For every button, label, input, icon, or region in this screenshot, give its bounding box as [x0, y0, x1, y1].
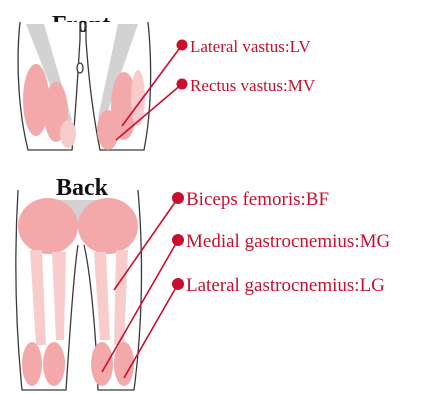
back-right-lateral-gastrocnemius: [114, 342, 134, 386]
label-text-lateral-vastus: Lateral vastus:LV: [190, 37, 311, 56]
label-dot: [172, 278, 184, 290]
label-biceps-femoris: Biceps femoris:BF: [172, 189, 329, 210]
front-navel: [77, 63, 83, 73]
label-text-rectus-vastus: Rectus vastus:MV: [190, 76, 316, 95]
front-legs-illustration: [18, 22, 151, 150]
front-right-rectus-vastus: [97, 110, 119, 150]
label-dot: [177, 40, 188, 51]
label-lateral-gastrocnemius: Lateral gastrocnemius:LG: [172, 275, 385, 296]
label-lateral-vastus: Lateral vastus:LV: [177, 37, 312, 56]
label-rectus-vastus: Rectus vastus:MV: [177, 76, 316, 95]
label-dot: [172, 234, 184, 246]
back-right-medial-gastrocnemius: [91, 342, 113, 386]
label-dot: [172, 192, 184, 204]
label-text-medial-gastrocnemius: Medial gastrocnemius:MG: [186, 231, 390, 252]
back-right-gluteus: [78, 198, 138, 254]
label-medial-gastrocnemius: Medial gastrocnemius:MG: [172, 231, 390, 252]
label-text-biceps-femoris: Biceps femoris:BF: [186, 189, 329, 210]
back-left-medial-gastrocnemius: [43, 342, 65, 386]
label-dot: [177, 79, 188, 90]
front-left-medial: [60, 120, 76, 148]
back-title: Back: [56, 175, 109, 201]
front-view: Front Lateral vastus:LV Re: [18, 12, 316, 150]
back-left-lateral-gastrocnemius: [22, 342, 42, 386]
back-legs-illustration: [16, 190, 142, 390]
back-view: Back Biceps femo: [16, 175, 391, 390]
back-left-gluteus: [18, 198, 78, 254]
label-text-lateral-gastrocnemius: Lateral gastrocnemius:LG: [186, 275, 385, 296]
